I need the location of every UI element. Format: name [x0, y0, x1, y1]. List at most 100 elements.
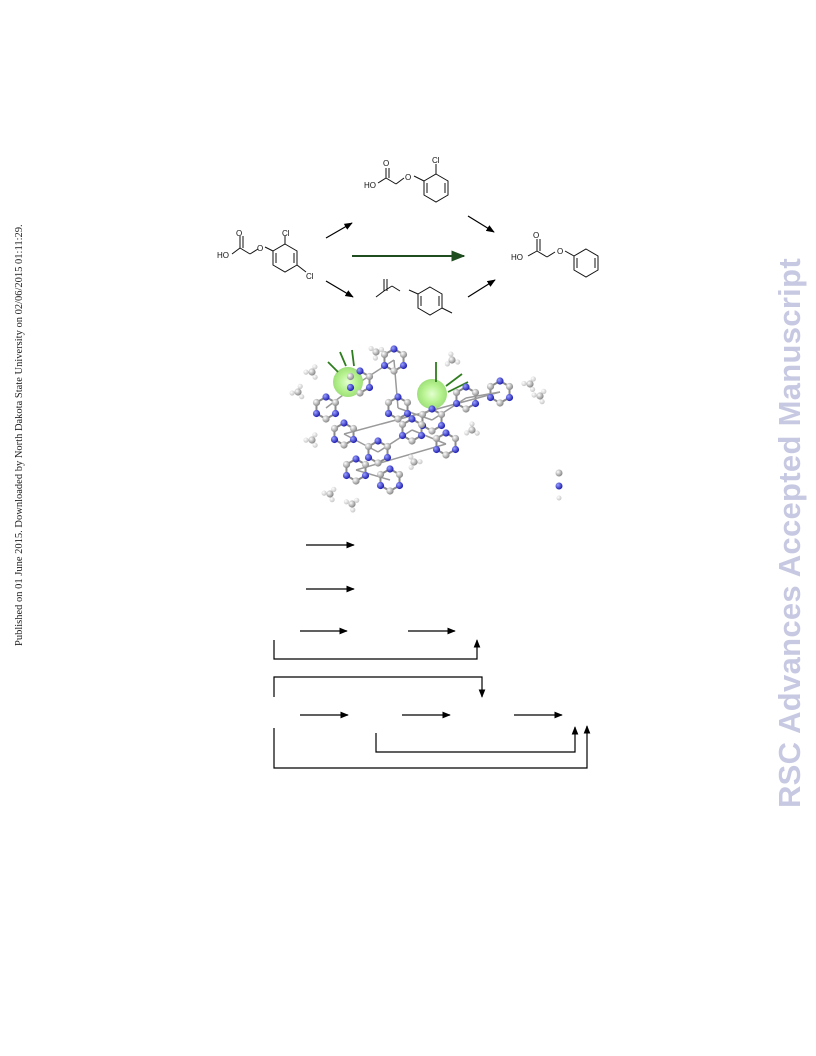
hydrogen-atom — [372, 355, 378, 361]
nitrogen-atom — [346, 383, 355, 392]
molecule-2-chlorophenoxyacetic-acid — [377, 164, 449, 203]
atom-legend — [555, 469, 563, 501]
carbon-atom — [322, 415, 330, 423]
carbon-atom — [294, 388, 302, 396]
arrow-upper-right — [467, 215, 495, 233]
carbon-atom — [364, 442, 373, 451]
carbon-atom — [526, 380, 534, 388]
legend-carbon-atom — [555, 469, 563, 477]
nitrogen-atom — [471, 399, 480, 408]
hydrogen-atom — [312, 432, 318, 438]
framework-bond — [431, 397, 467, 421]
framework-bond — [393, 359, 399, 409]
pore-interaction-line — [339, 351, 347, 367]
hydrogen-atom — [530, 376, 536, 382]
carbon-atom — [312, 398, 321, 407]
carbon-atom — [348, 500, 356, 508]
hydrogen-atom — [312, 442, 318, 448]
nitrogen-atom — [349, 435, 358, 444]
carbon-atom — [448, 356, 456, 364]
carbon-atom — [536, 392, 544, 400]
nitrogen-atom — [395, 481, 404, 490]
nitrogen-atom — [380, 361, 389, 370]
nitrogen-atom — [330, 435, 339, 444]
nitrogen-atom — [451, 445, 460, 454]
pathway-diagram — [273, 541, 591, 769]
atom-label-cl: Cl — [282, 229, 290, 238]
pathway-bypass-2 — [273, 676, 486, 698]
pathway-bypass-1 — [273, 639, 481, 660]
nitrogen-atom — [352, 455, 360, 463]
carbon-atom — [432, 434, 441, 443]
carbon-atom — [349, 424, 358, 433]
carbon-atom — [308, 436, 316, 444]
nitrogen-atom — [442, 429, 450, 437]
carbon-atom — [486, 382, 495, 391]
atom-label-ho: HO — [364, 181, 376, 190]
molecule-phenoxyacetic-acid — [527, 239, 599, 278]
hydrogen-atom — [303, 369, 309, 375]
framework-bond — [355, 469, 391, 481]
hydrogen-atom — [289, 390, 295, 396]
hydrogen-atom — [464, 430, 470, 436]
nitrogen-atom — [356, 367, 364, 375]
carbon-atom — [437, 410, 446, 419]
carbon-atom — [326, 490, 334, 498]
carbon-atom — [376, 470, 385, 479]
carbon-atom — [395, 470, 404, 479]
carbon-atom — [442, 451, 450, 459]
nitrogen-atom — [390, 345, 398, 353]
hydrogen-atom — [343, 499, 349, 505]
nitrogen-atom — [399, 361, 408, 370]
nitrogen-atom — [403, 409, 412, 418]
pore-interaction-line — [351, 349, 355, 367]
nitrogen-atom — [452, 399, 461, 408]
atom-label-ho: HO — [511, 253, 523, 262]
pore-highlight — [333, 367, 363, 397]
atom-label-cl: Cl — [306, 272, 314, 281]
hydrogen-atom — [448, 351, 454, 357]
carbon-atom — [451, 434, 460, 443]
framework-bond — [343, 433, 379, 453]
carbon-atom — [399, 350, 408, 359]
framework-bond — [359, 359, 395, 383]
arrow-upper-left — [325, 222, 353, 239]
pore-interaction-line — [445, 373, 463, 387]
nitrogen-atom — [383, 453, 392, 462]
carbon-atom — [356, 389, 364, 397]
carbon-atom — [417, 420, 426, 429]
hydrogen-atom — [530, 386, 536, 392]
framework-bond — [355, 443, 447, 471]
hydrogen-atom — [474, 430, 480, 436]
nitrogen-atom — [365, 383, 374, 392]
carbon-atom — [342, 460, 351, 469]
carbon-atom — [496, 399, 504, 407]
hydrogen-atom — [521, 380, 527, 387]
hydrogen-atom — [531, 392, 537, 398]
carbon-atom — [462, 405, 470, 413]
hydrogen-atom — [539, 399, 545, 405]
nitrogen-atom — [432, 445, 441, 454]
atom-label-o: O — [383, 159, 389, 168]
carbon-atom — [398, 420, 407, 429]
carbon-atom — [384, 398, 393, 407]
framework-bond — [377, 429, 413, 453]
carbon-atom — [383, 442, 392, 451]
carbon-atom — [365, 372, 374, 381]
hydrogen-atom — [378, 346, 385, 353]
hydrogen-atom — [297, 383, 303, 389]
hydrogen-atom — [312, 364, 318, 370]
hydrogen-atom — [444, 361, 450, 367]
carbon-atom — [410, 458, 418, 466]
framework-bond — [397, 407, 433, 421]
nitrogen-atom — [322, 393, 330, 401]
hydrogen-atom — [455, 359, 461, 365]
carbon-atom — [308, 368, 316, 376]
hydrogen-atom — [321, 490, 327, 496]
carbon-atom — [340, 441, 348, 449]
nitrogen-atom — [340, 419, 348, 427]
pore-highlight — [417, 379, 447, 409]
nitrogen-atom — [428, 405, 436, 413]
nitrogen-atom — [331, 409, 340, 418]
